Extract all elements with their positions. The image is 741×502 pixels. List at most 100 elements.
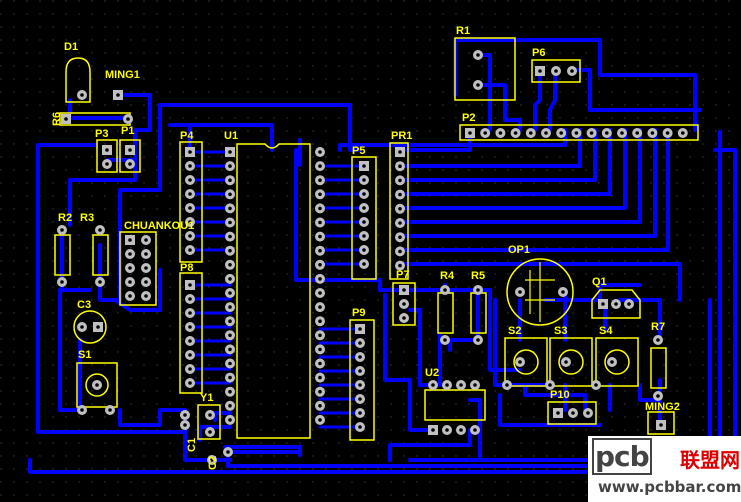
label-u2: U2 [425,367,439,379]
pad-hole [188,311,192,315]
pad-hole [665,131,670,135]
pad-hole [105,148,109,152]
label-ming1: MING1 [105,69,140,81]
label-ming2: MING2 [645,401,680,413]
label-s2: S2 [508,325,521,337]
s2-outline [504,337,548,387]
pad-hole [60,280,64,284]
pad-hole [318,234,322,239]
pad-hole [318,192,322,197]
pad-hole [128,162,132,166]
pad-hole [554,69,558,73]
label-q1: Q1 [592,276,607,288]
pad-hole [228,347,232,352]
pad-hole [318,319,322,324]
watermark-brand-b: 联盟网 [680,448,740,472]
label-r5: R5 [471,270,485,282]
pad-hole [398,207,402,211]
pad-hole [459,428,463,432]
pad-hole [473,383,477,387]
pad-hole [398,263,402,268]
pad-hole [98,280,102,284]
pad-hole [128,252,132,256]
pad-hole [318,164,322,168]
pad-hole [574,131,579,135]
r7-outline [650,347,667,389]
pad-hole [561,290,565,294]
label-p9: P9 [352,307,365,319]
silkscreen-labels: D1 MING1 R6 P3 P1 P4 U1 R1 P6 P2 P5 PR1 … [51,25,680,470]
pad-hole [505,383,509,387]
label-c2: C2 [207,456,219,470]
s3-outline [549,337,593,387]
pad-hole [188,367,192,371]
pad-hole [144,266,148,270]
p6-outline [531,59,581,83]
u1-outline [236,143,311,439]
pad-hole [318,263,322,267]
label-r3: R3 [80,212,94,224]
silkscreen-outlines [54,37,699,441]
pad-hole [228,248,232,253]
pad-hole [318,389,322,394]
pad-hole [358,355,362,359]
label-p2: P2 [462,112,475,124]
pad-hole [318,375,322,380]
pad-hole [228,192,232,197]
r3-outline [92,234,109,276]
pad-hole [594,383,598,387]
label-y1: Y1 [200,392,213,404]
pad-hole [80,325,84,329]
pad-hole [358,397,362,401]
pad-hole [228,418,232,422]
d1-outline [65,57,91,103]
p4-outline [179,141,203,263]
pad-hole [188,150,192,154]
pad-hole [445,428,449,432]
label-r6: R6 [51,112,63,126]
q1-outline [591,289,641,319]
pad-hole [126,117,130,121]
p1-outline [119,139,141,173]
component-pads [57,50,688,465]
pad-hole [188,353,192,357]
pad-hole [398,192,402,197]
pad-hole [443,288,447,292]
pad-hole [589,131,594,135]
pad-hole [610,360,614,364]
label-op1: OP1 [508,244,530,256]
pad-hole [95,383,99,387]
label-s3: S3 [554,325,567,337]
pad-hole [128,148,132,152]
y1-outline [197,404,221,440]
label-r7: R7 [651,321,665,333]
p7-outline [392,282,416,326]
pad-hole [362,262,366,266]
pad-hole [659,423,663,427]
pad-hole [650,131,655,135]
label-p10: P10 [550,389,570,401]
pad-hole [318,277,322,281]
pad-hole [226,450,230,454]
label-c3: C3 [77,299,91,311]
pad-hole [228,220,232,225]
ming2-outline [647,411,675,435]
pad-hole [228,206,232,211]
pad-hole [116,93,120,97]
pad-hole [635,131,639,135]
pad-hole [318,220,322,225]
pad-hole [188,234,192,238]
pad-hole [188,192,192,196]
pad-hole [398,150,402,154]
pad-hole [398,164,402,168]
pad-hole [544,131,548,135]
pad-hole [627,302,631,306]
pad-hole [476,53,480,57]
label-r4: R4 [440,270,455,282]
pad-hole [498,131,503,135]
label-p6: P6 [532,47,545,59]
watermark-url: www.pcbbar.com [598,478,741,496]
pad-hole [228,263,232,267]
pad-hole [318,333,322,338]
